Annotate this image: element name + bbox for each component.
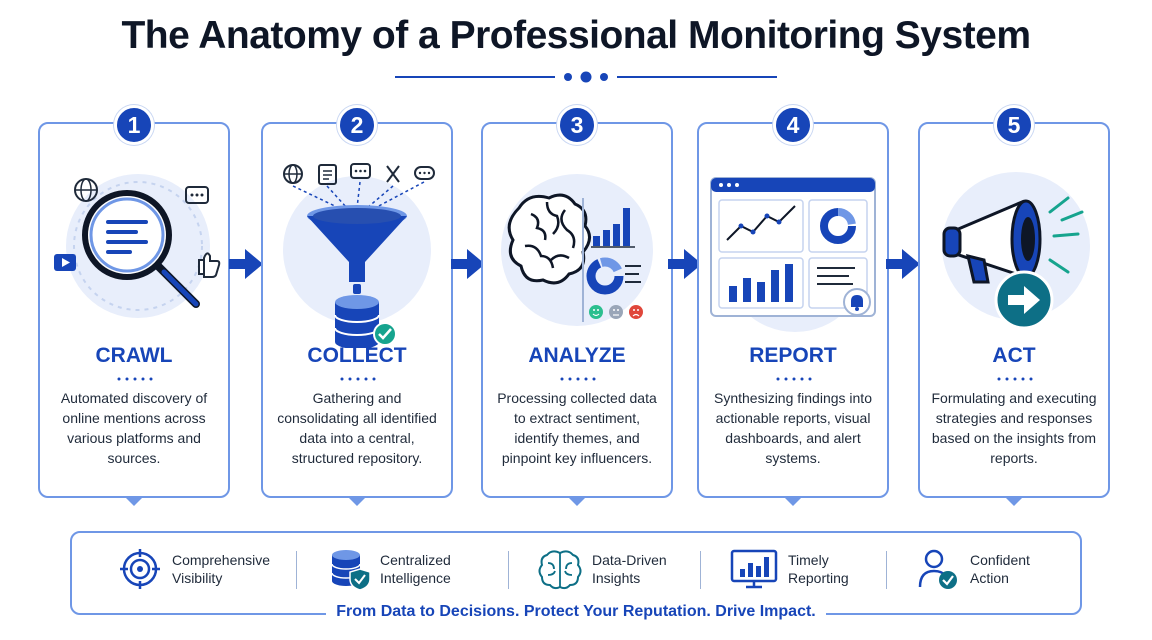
step-number: 5	[994, 105, 1034, 145]
step-dots	[776, 377, 812, 381]
step-crawl: 1 CRAWL Automated discovery of online me…	[38, 105, 230, 506]
step-number: 1	[114, 105, 154, 145]
benefit-insights: Data-Driven Insights	[538, 547, 667, 591]
step-dots	[560, 377, 596, 381]
step-dots	[997, 377, 1033, 381]
divider	[700, 551, 701, 589]
step-analyze: 3 ANALYZE Processing collected data to e…	[481, 105, 673, 506]
step-dots	[117, 377, 153, 381]
tagline: From Data to Decisions. Protect Your Rep…	[0, 603, 1152, 621]
funnel-database-icon	[283, 163, 435, 348]
divider	[508, 551, 509, 589]
benefit-label: Comprehensive Visibility	[172, 552, 271, 586]
step-description: Processing collected data to extract sen…	[497, 390, 657, 466]
benefit-label: Timely Reporting	[788, 552, 849, 586]
step-act: 5 ACT Formulating and executing strategi…	[918, 105, 1110, 506]
step-number: 3	[557, 105, 597, 145]
database-shield-icon	[331, 550, 370, 591]
divider	[886, 551, 887, 589]
step-title: REPORT	[749, 344, 837, 367]
step-title: ANALYZE	[528, 344, 626, 367]
step-title: COLLECT	[307, 344, 407, 367]
step-report: 4 REPORT Synthesizing findings into acti…	[697, 105, 889, 506]
megaphone-icon	[942, 172, 1090, 330]
benefit-intelligence: Centralized Intelligence	[326, 547, 451, 591]
target-icon	[120, 549, 160, 589]
divider	[296, 551, 297, 589]
step-description: Automated discovery of online mentions a…	[60, 390, 208, 466]
benefit-visibility: Comprehensive Visibility	[118, 547, 270, 591]
arrow-right-icon	[886, 249, 920, 279]
step-number: 4	[773, 105, 813, 145]
step-number: 2	[337, 105, 377, 145]
user-check-icon	[918, 549, 957, 589]
step-title: CRAWL	[95, 344, 173, 367]
benefit-label: Data-Driven Insights	[592, 552, 667, 586]
brain-chart-icon	[501, 174, 653, 326]
step-description: Synthesizing findings into actionable re…	[714, 390, 872, 466]
magnifier-icon	[54, 174, 221, 318]
benefit-label: Confident Action	[970, 552, 1030, 586]
dashboard-icon	[710, 177, 876, 332]
arrow-right-icon	[451, 249, 485, 279]
step-description: Formulating and executing strategies and…	[931, 390, 1097, 466]
monitor-chart-icon	[730, 549, 778, 589]
tagline-text: From Data to Decisions. Protect Your Rep…	[326, 603, 826, 620]
brain-icon	[538, 550, 582, 590]
step-dots	[340, 377, 376, 381]
step-collect: 2 COLLECT Gathering and consolidating al…	[261, 105, 453, 506]
arrow-right-icon	[229, 249, 263, 279]
step-description: Gathering and consolidating all identifi…	[277, 390, 437, 466]
benefit-action: Confident Action	[916, 547, 1030, 591]
benefit-label: Centralized Intelligence	[380, 552, 451, 586]
page-title: The Anatomy of a Professional Monitoring…	[121, 14, 1031, 57]
arrow-right-icon	[668, 249, 702, 279]
step-title: ACT	[992, 344, 1036, 367]
benefit-reporting: Timely Reporting	[730, 547, 849, 591]
title-divider	[395, 71, 777, 83]
